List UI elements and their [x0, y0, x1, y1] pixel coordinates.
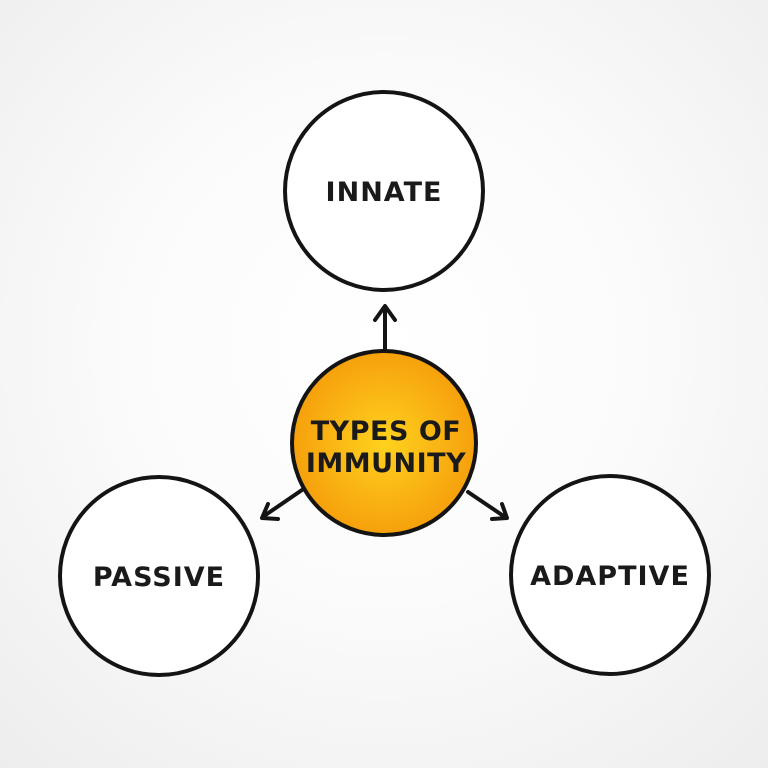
center-title-line2: IMMUNITY	[306, 448, 466, 479]
arrowhead-icon	[260, 502, 280, 521]
connector-to-adaptive	[466, 490, 509, 521]
node-innate-label: INNATE	[326, 177, 443, 208]
center-node: TYPES OF IMMUNITY	[290, 349, 478, 537]
node-passive-label: PASSIVE	[93, 562, 225, 593]
node-innate: INNATE	[283, 90, 485, 292]
arrowhead-icon	[373, 304, 397, 322]
connector-to-innate	[373, 304, 397, 354]
node-adaptive-label: ADAPTIVE	[530, 561, 690, 592]
connector-to-passive	[260, 488, 304, 521]
node-passive: PASSIVE	[58, 475, 260, 677]
arrowhead-icon	[490, 502, 509, 521]
node-adaptive: ADAPTIVE	[509, 474, 711, 676]
center-title-line1: TYPES OF	[311, 416, 461, 447]
